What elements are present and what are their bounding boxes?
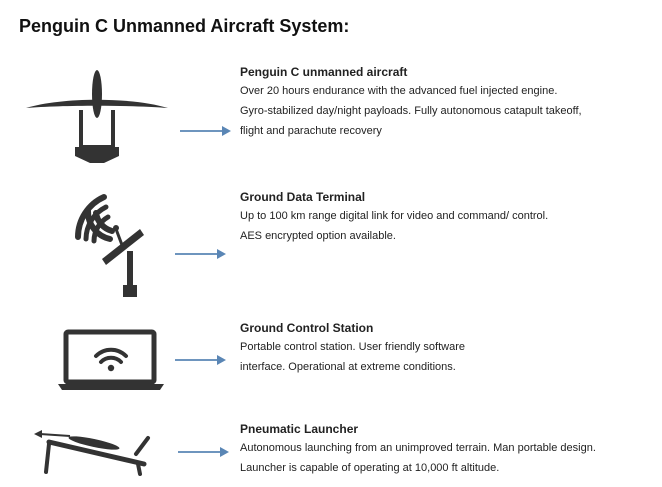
arrow-icon [175, 249, 226, 259]
aircraft-icon [26, 70, 168, 163]
laptop-wifi-icon [58, 329, 164, 390]
section-title: Ground Data Terminal [240, 190, 366, 204]
section-ground-data-terminal: Ground Data Terminal Up to 100 km range … [240, 188, 655, 246]
arrow-icon [180, 126, 231, 136]
section-text: Launcher is capable of operating at 10,0… [240, 462, 500, 474]
page-title: Penguin C Unmanned Aircraft System: [19, 16, 350, 36]
launcher-icon [34, 430, 150, 476]
section-aircraft: Penguin C unmanned aircraft Over 20 hour… [240, 63, 655, 141]
section-text: Autonomous launching from an unimproved … [240, 442, 596, 454]
section-title: Pneumatic Launcher [240, 422, 359, 436]
section-title: Ground Control Station [240, 321, 374, 335]
section-text: Gyro-stabilized day/night payloads. Full… [240, 105, 582, 117]
section-pneumatic-launcher: Pneumatic Launcher Autonomous launching … [240, 420, 655, 478]
section-ground-control-station: Ground Control Station Portable control … [240, 319, 655, 377]
section-text: Up to 100 km range digital link for vide… [240, 210, 549, 222]
section-text: Over 20 hours endurance with the advance… [240, 85, 558, 97]
arrow-icon [175, 355, 226, 365]
section-text: AES encrypted option available. [240, 230, 396, 242]
satellite-dish-icon [75, 194, 144, 297]
section-text: Portable control station. User friendly … [240, 341, 465, 353]
section-title: Penguin C unmanned aircraft [240, 65, 408, 79]
section-text: flight and parachute recovery [240, 125, 382, 137]
arrow-icon [178, 447, 229, 457]
section-text: interface. Operational at extreme condit… [240, 361, 456, 373]
